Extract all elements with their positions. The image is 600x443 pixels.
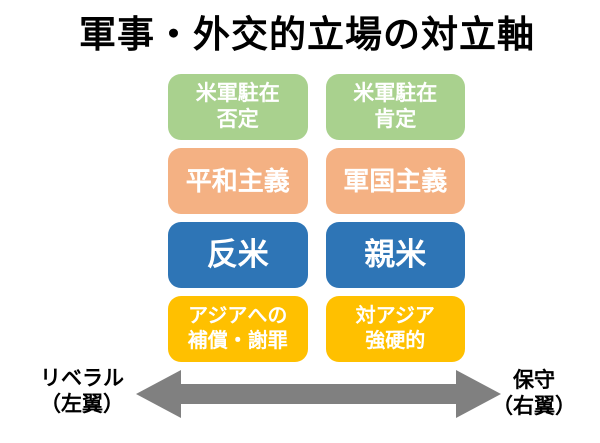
axis-label-line: （左翼） [40, 393, 124, 417]
axis-label-line: リベラル [40, 367, 124, 390]
box-line: 肯定 [374, 108, 417, 131]
row-us-military-presence: 米軍駐在 否定 米軍駐在 肯定 [168, 74, 465, 140]
box-line: 補償・謝罪 [187, 330, 288, 352]
axis-label-line: （右翼） [492, 395, 576, 419]
row-us-attitude: 反米 親米 [168, 222, 465, 288]
axis-label-line: 保守 [513, 369, 555, 392]
row-asia-policy: アジアへの 補償・謝罪 対アジア 強硬的 [168, 296, 465, 362]
double-arrow-icon [136, 370, 501, 418]
box-line: 親米 [364, 236, 427, 272]
box-line: 強硬的 [365, 330, 426, 352]
box-pro-us: 親米 [325, 222, 465, 288]
box-militarism: 軍国主義 [325, 148, 465, 214]
axis-label-conservative: 保守 （右翼） [482, 368, 586, 421]
box-line: 軍国主義 [343, 165, 448, 196]
box-line: 否定 [216, 108, 259, 131]
box-pacifism: 平和主義 [168, 148, 308, 214]
double-arrow-shape [136, 370, 501, 418]
box-line: 平和主義 [185, 165, 290, 196]
box-line: 米軍駐在 [195, 81, 280, 105]
diagram-title: 軍事・外交的立場の対立軸 [79, 14, 535, 55]
row-ideology: 平和主義 軍国主義 [168, 148, 465, 214]
box-anti-us: 反米 [168, 222, 308, 288]
axis-label-liberal: リベラル （左翼） [16, 366, 148, 419]
box-asia-compensation: アジアへの 補償・謝罪 [168, 296, 308, 362]
box-line: アジアへの [188, 305, 288, 327]
box-line: 米軍駐在 [353, 81, 438, 105]
box-us-base-approval: 米軍駐在 肯定 [325, 74, 465, 140]
box-us-base-denial: 米軍駐在 否定 [168, 74, 308, 140]
opposition-grid: 米軍駐在 否定 米軍駐在 肯定 平和主義 軍国主義 反米 親米 [168, 74, 465, 362]
box-line: 対アジア [355, 305, 435, 327]
box-line: 反米 [206, 236, 269, 272]
box-asia-hardline: 対アジア 強硬的 [325, 296, 465, 362]
